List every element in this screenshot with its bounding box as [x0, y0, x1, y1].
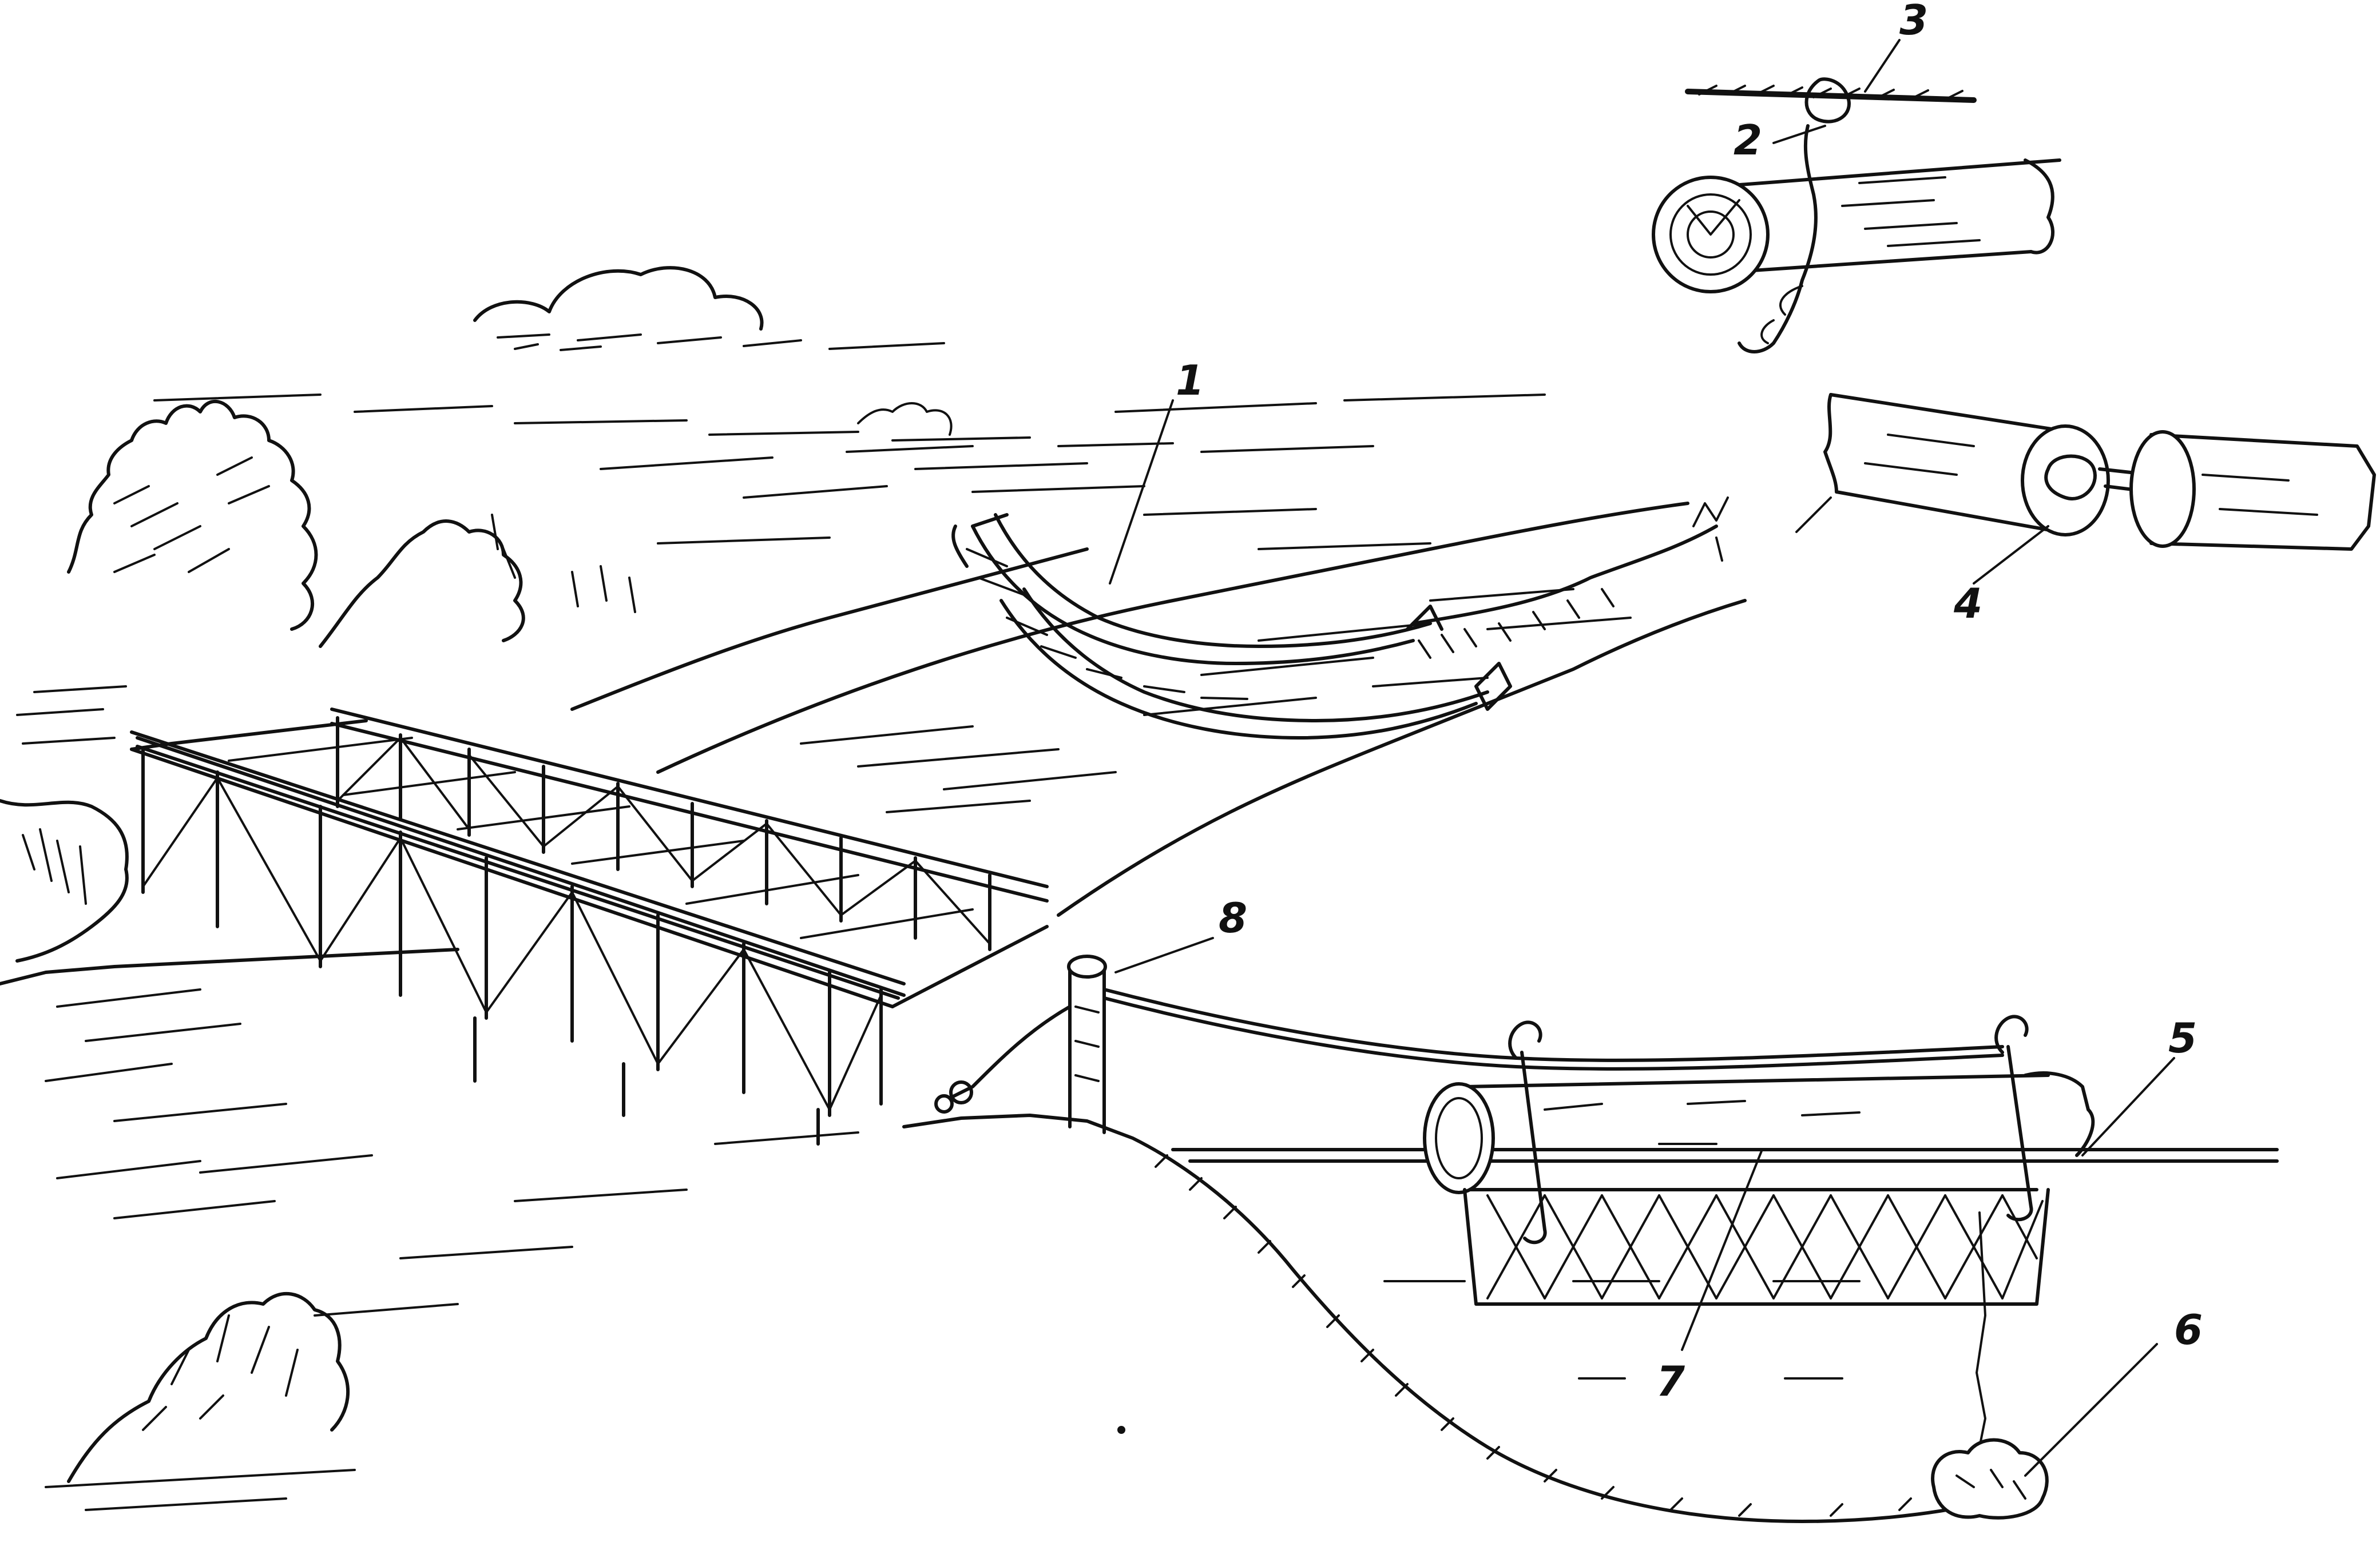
truss-bridge	[130, 708, 1049, 1146]
label-6: 6	[2174, 1306, 2203, 1354]
callout-labels: 1 2 3 4 5 6 7 8	[1176, 0, 2203, 1405]
label-2: 2	[1734, 116, 1762, 164]
cloud	[473, 266, 945, 351]
leader-8	[1114, 937, 1214, 973]
label-7: 7	[1656, 1357, 1685, 1405]
leader-5	[2081, 1057, 2175, 1156]
anchor-stone	[1931, 1438, 2049, 1520]
label-3: 3	[1899, 0, 1928, 44]
leader-2	[1772, 125, 1826, 144]
leader-6	[2024, 1343, 2158, 1477]
label-1: 1	[1176, 356, 1204, 404]
label-8: 8	[1219, 894, 1247, 942]
water-surface	[1171, 1148, 2279, 1380]
cable-line	[1102, 988, 2004, 1071]
leader-1	[1109, 399, 1174, 585]
leader-4-detail	[1795, 496, 1832, 533]
left-bank	[0, 685, 459, 1219]
leader-lines	[1109, 39, 2175, 1477]
leader-3	[1864, 39, 1901, 93]
trees-left	[67, 400, 974, 648]
detail-rope-clamp	[1652, 77, 2061, 353]
log-boom	[951, 513, 1512, 740]
label-5: 5	[2168, 1014, 2197, 1062]
leader-4	[1973, 525, 2049, 585]
label-4: 4	[1953, 579, 1982, 627]
leader-7	[1681, 1148, 1763, 1351]
mooring-stake	[934, 955, 1107, 1134]
bushes-lower-left	[45, 1292, 356, 1511]
near-bank-hill	[314, 1114, 2004, 1523]
detail-log-connection	[1823, 393, 2376, 551]
ink-dot	[1117, 1426, 1125, 1434]
river-channel	[570, 502, 1747, 917]
far-field	[153, 394, 1546, 550]
floating-log-with-net	[1423, 1015, 2095, 1448]
far-bank-right	[1411, 496, 1729, 659]
